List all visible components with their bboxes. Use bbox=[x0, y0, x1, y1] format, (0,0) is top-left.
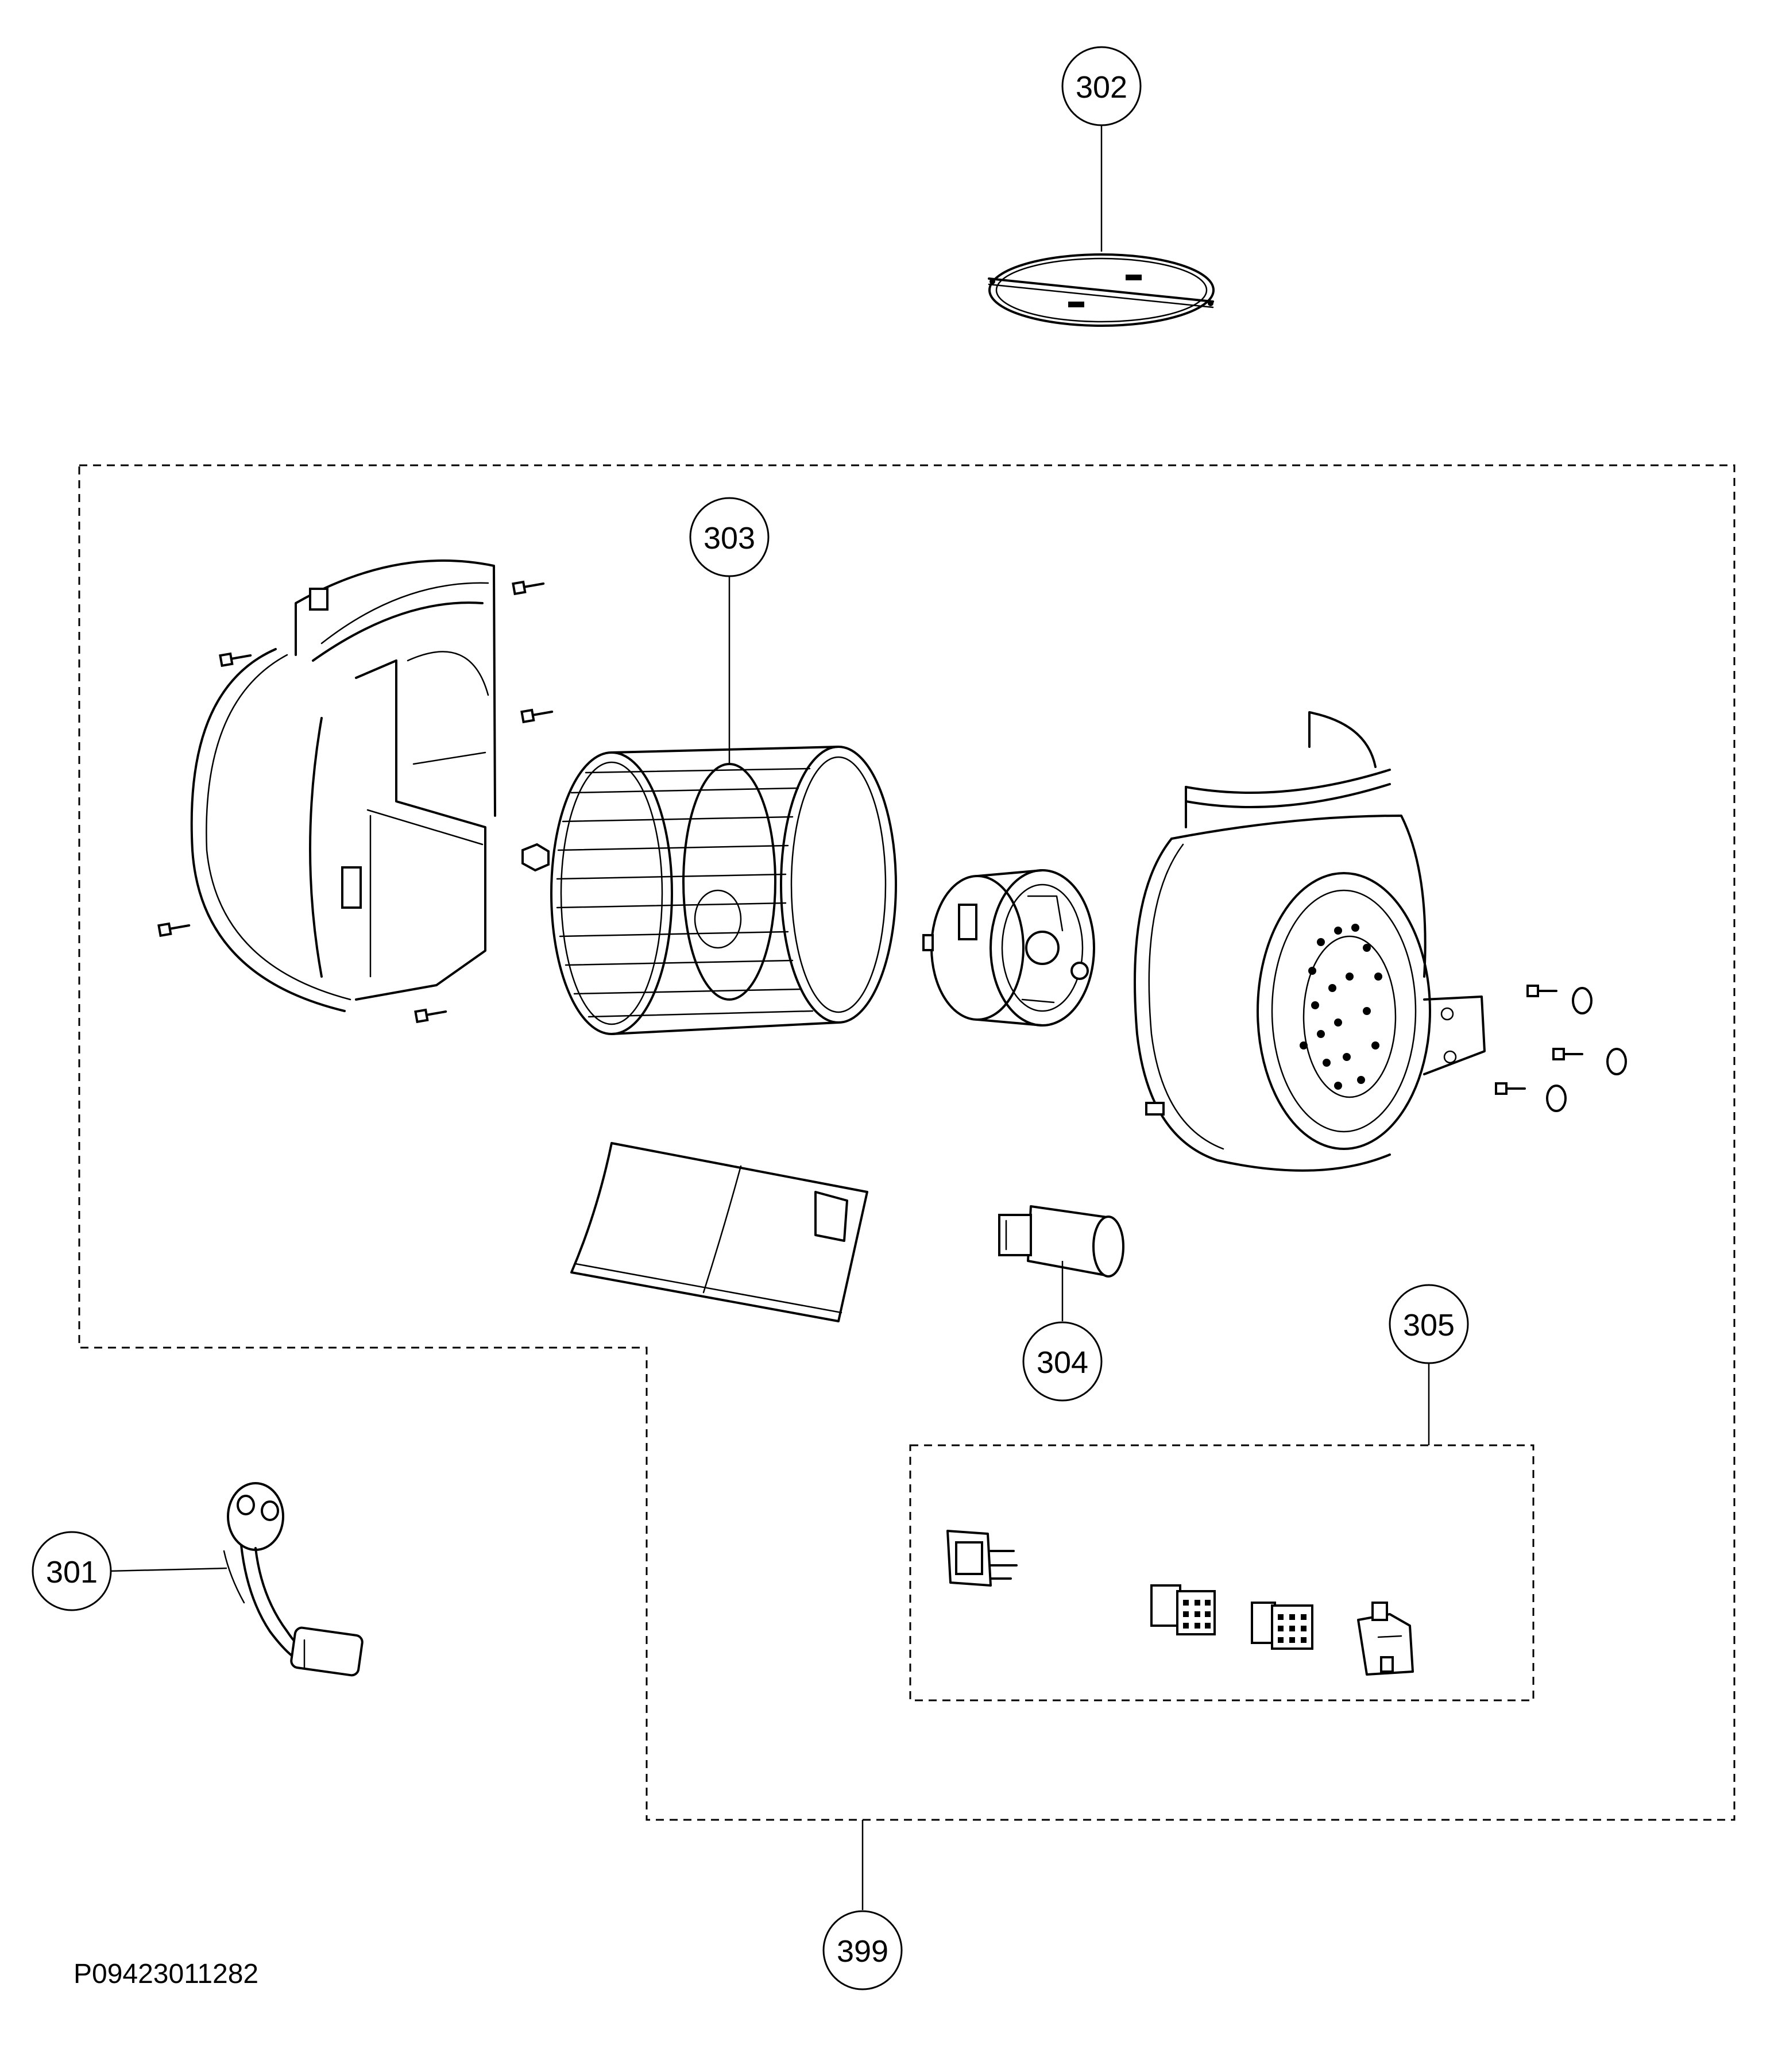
connector-block-b bbox=[1251, 1602, 1313, 1650]
callout-399-label: 399 bbox=[837, 1934, 888, 1969]
right-housing-screws bbox=[1495, 985, 1627, 1112]
callout-302-label: 302 bbox=[1076, 70, 1127, 105]
connector-block-a bbox=[1150, 1584, 1216, 1635]
leader-301 bbox=[109, 1567, 227, 1572]
callout-304: 304 bbox=[1022, 1321, 1103, 1402]
document-code: P09423011282 bbox=[74, 1959, 258, 1989]
callout-301: 301 bbox=[32, 1531, 112, 1611]
motor bbox=[922, 869, 1095, 1027]
part-303-impeller bbox=[550, 746, 897, 1035]
callout-301-label: 301 bbox=[46, 1555, 98, 1589]
part-302-cover-plate bbox=[988, 253, 1215, 327]
callout-305: 305 bbox=[1389, 1284, 1469, 1364]
part-301-power-cable bbox=[223, 1482, 364, 1677]
callout-399: 399 bbox=[822, 1910, 903, 1990]
left-housing-screws bbox=[157, 580, 554, 1024]
assembly-305-boundary bbox=[909, 1444, 1535, 1701]
left-housing-half bbox=[190, 559, 496, 1012]
assembly-399-boundary bbox=[78, 464, 1736, 1821]
air-deflector-panel bbox=[570, 1142, 868, 1322]
part-304-capacitor bbox=[998, 1205, 1124, 1278]
callout-303-label: 303 bbox=[704, 521, 755, 555]
part-305-connectors bbox=[946, 1530, 1414, 1676]
connector-clip bbox=[1357, 1602, 1414, 1676]
callout-305-label: 305 bbox=[1403, 1308, 1455, 1342]
right-housing-half bbox=[1134, 711, 1486, 1172]
callout-304-label: 304 bbox=[1037, 1345, 1088, 1380]
callout-302: 302 bbox=[1061, 46, 1142, 126]
connector-switch bbox=[946, 1530, 1018, 1587]
callout-303: 303 bbox=[689, 497, 770, 577]
